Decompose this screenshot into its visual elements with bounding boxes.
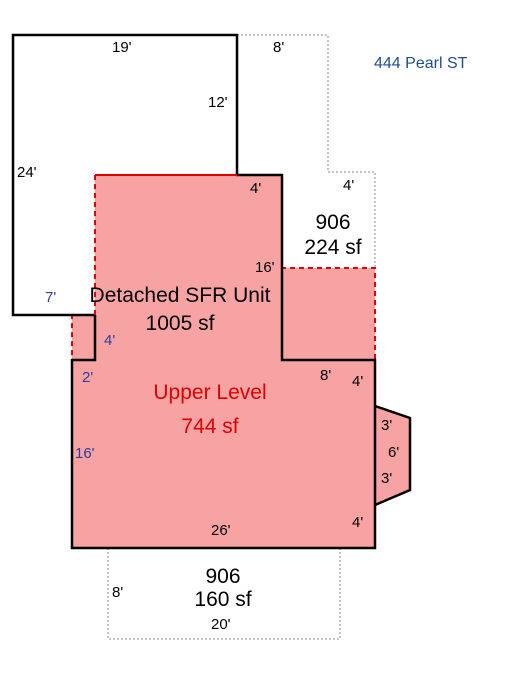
- dimension-label: 7': [45, 289, 57, 306]
- dimension-label: 4': [104, 332, 116, 349]
- upper-level-name: Upper Level: [153, 381, 267, 404]
- dimension-label: 4': [343, 177, 355, 194]
- upper-level-area-size: 744 sf: [181, 415, 239, 438]
- property-address: 444 Pearl ST: [374, 55, 468, 72]
- detached-unit-area: 1005 sf: [145, 312, 215, 335]
- dimension-label: 3': [381, 417, 393, 434]
- dimension-label: 26': [211, 522, 231, 539]
- detached-unit-name: Detached SFR Unit: [89, 284, 271, 307]
- dimension-label: 20': [211, 616, 231, 633]
- dimension-label: 8': [112, 584, 124, 601]
- detached-unit-outline: [11, 33, 377, 550]
- lower-area-code: 906: [205, 565, 241, 588]
- upper-right-addition-outline: [237, 34, 376, 268]
- dimension-label: 4': [352, 514, 364, 531]
- dimension-label: 8': [320, 367, 332, 384]
- dimension-label: 16': [255, 259, 275, 276]
- bay-window-outline: [374, 404, 412, 507]
- dimension-label: 12': [208, 94, 228, 111]
- dimension-label: 19': [112, 39, 132, 56]
- lower-addition-outline: [107, 548, 341, 640]
- dimension-label: 3': [381, 470, 393, 487]
- dimension-label: 4': [352, 373, 364, 390]
- upper-right-area-code: 906: [315, 211, 351, 234]
- dimension-label: 2': [82, 369, 94, 386]
- dimension-label: 6': [388, 444, 400, 461]
- lower-area-size: 160 sf: [194, 588, 252, 611]
- dimension-label: 8': [273, 39, 285, 56]
- dimension-label: 16': [75, 445, 95, 462]
- dimension-label: 4': [250, 180, 262, 197]
- dimension-label: 24': [17, 164, 37, 181]
- detached-unit-inner-edge: [94, 174, 237, 315]
- upper-right-area-size: 224 sf: [304, 236, 362, 259]
